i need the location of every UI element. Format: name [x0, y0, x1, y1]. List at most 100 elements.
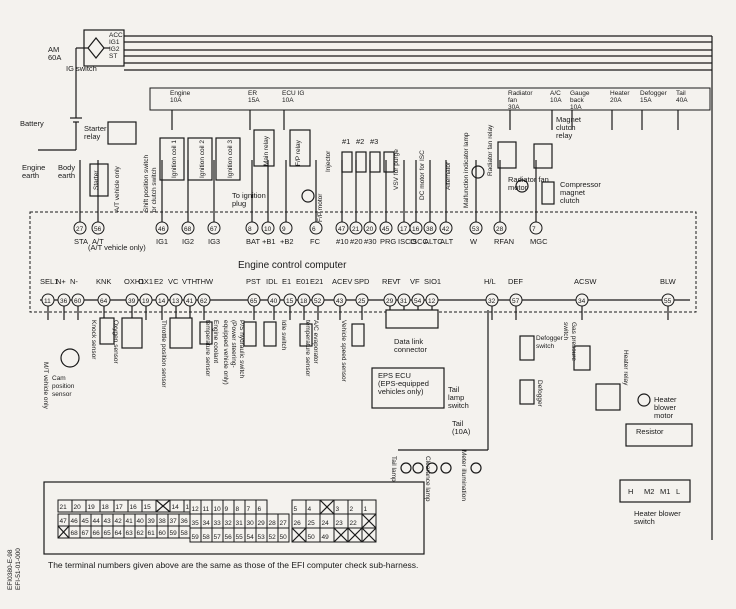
ecu-pin-label: KNK [96, 277, 111, 286]
connector-pin-number: 10 [214, 506, 222, 513]
connector-pin-number: 16 [130, 504, 138, 511]
ecu-pin-number: 68 [184, 226, 192, 233]
connector-pin-number: 4 [308, 506, 312, 513]
connector-pin-number: 52 [269, 534, 277, 541]
connector-pin-number: 44 [93, 518, 101, 525]
ecu-pin-number: 6 [312, 226, 316, 233]
ecu-pin-number: 56 [94, 226, 102, 233]
ecu-pin-label: IG1 [156, 237, 168, 246]
connector-pin-number: 61 [148, 530, 156, 537]
connector-pin-number: 47 [60, 518, 68, 525]
connector-pin-number: 67 [82, 530, 90, 537]
ecu-pin-label: #10 [336, 237, 349, 246]
ecu-pin-number: 10 [264, 226, 272, 233]
connector-pin-number: 18 [102, 504, 110, 511]
sw-term-st: ST [109, 53, 117, 60]
sw-term-acc: ACC [109, 32, 123, 39]
connector-pin-number: 3 [336, 506, 340, 513]
ecu-pin-number: 47 [338, 226, 346, 233]
ac-evap-label: A/C evaporatortemperature sensor [304, 320, 319, 377]
ecu-pin-number: 29 [386, 298, 394, 305]
coolant-sensor-label: Engine coolanttemperature sensor [204, 320, 219, 377]
connector-pin-number: 59 [192, 534, 200, 541]
connector-pin-number: 32 [225, 520, 233, 527]
connector-pin-number: 49 [322, 534, 330, 541]
ecu-pin-label: #30 [364, 237, 377, 246]
ecu-pin-number: 55 [664, 298, 672, 305]
ecu-outline [29, 211, 697, 313]
ecu-pin-label: SPD [354, 277, 370, 286]
ecu-pin-label: T [396, 277, 401, 286]
connector-pin-number: 60 [159, 530, 167, 537]
ecu-pin-number: 46 [158, 226, 166, 233]
supply-buses [124, 35, 713, 540]
connector-pin-number: 41 [126, 518, 134, 525]
ecu-pin-number: 27 [76, 226, 84, 233]
mt-only-label: M/T vehicle only [42, 362, 49, 410]
connector-pin-number: 53 [258, 534, 266, 541]
connector-pin-number: 21 [60, 504, 68, 511]
connector-pin-number: 8 [236, 506, 240, 513]
ecu-pin-label: E1 [282, 277, 291, 286]
ecu-pin-terminal [379, 221, 393, 235]
ecu-pin-number: 57 [512, 298, 520, 305]
ecu-pin-number: 60 [74, 298, 82, 305]
connector-pin-number: 31 [236, 520, 244, 527]
connector-pin-number: 56 [225, 534, 233, 541]
ecu-pin-number: 17 [400, 226, 408, 233]
blower-position-label: M2 [644, 487, 654, 496]
gas-pressure-label: Gas pressureswitch [562, 322, 577, 361]
ecu-pin-number: 43 [336, 298, 344, 305]
connector-pin-number: 55 [236, 534, 244, 541]
ecu-pin-number: 64 [100, 298, 108, 305]
ecu-pin-terminal [529, 221, 543, 235]
ecu-pin-label: RFAN [494, 237, 514, 246]
ecu-pin-label: PST [246, 277, 261, 286]
connector-pin-number: 9 [225, 506, 229, 513]
ecu-title: Engine control computer [238, 260, 347, 271]
ecu-pin-label: FC [310, 237, 321, 246]
ecu-pin-label: +B1 [262, 237, 276, 246]
ecu-pin-terminal [181, 221, 195, 235]
connector-pin-number: 57 [214, 534, 222, 541]
connector-pin-number: 2 [350, 506, 354, 513]
ecu-pin-number: 39 [128, 298, 136, 305]
ecu-pin-number: 65 [250, 298, 258, 305]
meter-illumination-label: Meter illumination [460, 450, 467, 501]
ignition-coil-2-label: Ignition coil 2 [199, 140, 206, 178]
connector-pin-number: 54 [247, 534, 255, 541]
ecu-pin-label: E2 [154, 277, 163, 286]
connector-pin-number: 15 [144, 504, 152, 511]
ecu-pin-label: +B2 [280, 237, 294, 246]
ecu-pin-number: 13 [172, 298, 180, 305]
connector-pin-number: 40 [137, 518, 145, 525]
ecu-pin-terminal [423, 221, 437, 235]
side-code: EFI0380-E-98EFI-51-01-000 [7, 548, 22, 590]
throttle-sensor-label: Throttle position sensor [160, 320, 167, 388]
ecu-pin-number: 9 [282, 226, 286, 233]
ecu-pin-label: BAT [246, 237, 260, 246]
ecu-top-pins: 27STA56A/T46IG168IG267IG38BAT10+B19+B26F… [73, 160, 548, 246]
ecu-pin-label: ISCO [398, 237, 417, 246]
ecu-pin-terminal [349, 221, 363, 235]
ecu-pin-number: 42 [442, 226, 450, 233]
ecu-pin-number: 11 [44, 298, 51, 305]
ecu-pin-terminal [409, 221, 423, 235]
ecu-pin-label: PRG [380, 237, 396, 246]
ecu-pin-label: MGC [530, 237, 548, 246]
ecu-pin-number: 15 [286, 298, 294, 305]
connector-pin-number: 50 [308, 534, 316, 541]
ecu-pin-label: ALTC [424, 237, 443, 246]
heater-relay-label: Heater relay [622, 350, 629, 386]
